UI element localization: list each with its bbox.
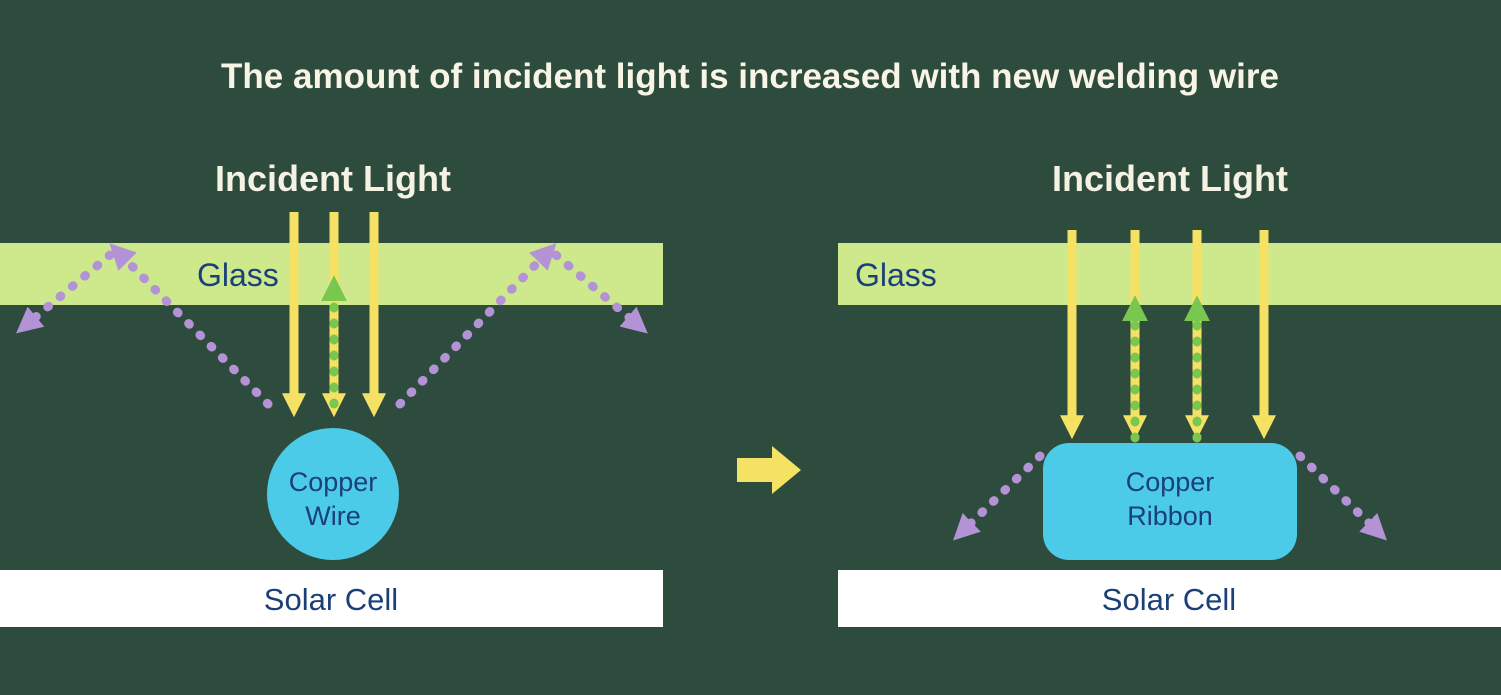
left-glass-label: Glass xyxy=(197,257,279,293)
right-solar-cell-bar xyxy=(838,570,1501,627)
right-incident-light-label: Incident Light xyxy=(1052,158,1288,199)
right-scattered-ray-icon xyxy=(953,451,1045,541)
copper-ribbon-label-line1: Copper xyxy=(1126,467,1215,497)
copper-wire-label-line2: Wire xyxy=(305,501,361,531)
left-scattered-ray-icon xyxy=(16,250,115,334)
copper-wire-shape xyxy=(267,428,399,560)
left-solar-cell-label: Solar Cell xyxy=(264,582,398,617)
right-glass-label: Glass xyxy=(855,257,937,293)
left-incident-light-label: Incident Light xyxy=(215,158,451,199)
left-solar-cell-bar xyxy=(0,570,663,627)
copper-wire-label-line1: Copper xyxy=(289,467,378,497)
right-scattered-ray-icon xyxy=(1295,451,1387,541)
left-scattered-ray-icon xyxy=(109,243,273,409)
right-solar-cell-label: Solar Cell xyxy=(1102,582,1236,617)
right-panel: Incident Light Glass Copper Ribbon Solar… xyxy=(838,158,1501,627)
left-scattered-ray-icon xyxy=(395,243,557,409)
right-glass-bar xyxy=(838,243,1501,305)
transition-arrow-icon xyxy=(737,446,801,494)
left-scattered-ray-icon xyxy=(551,250,648,334)
copper-ribbon-label-line2: Ribbon xyxy=(1127,501,1213,531)
left-panel: Incident Light Glass Copper Wire Solar C… xyxy=(0,158,663,627)
copper-ribbon-shape xyxy=(1043,443,1297,560)
diagram-title: The amount of incident light is increase… xyxy=(221,57,1279,96)
